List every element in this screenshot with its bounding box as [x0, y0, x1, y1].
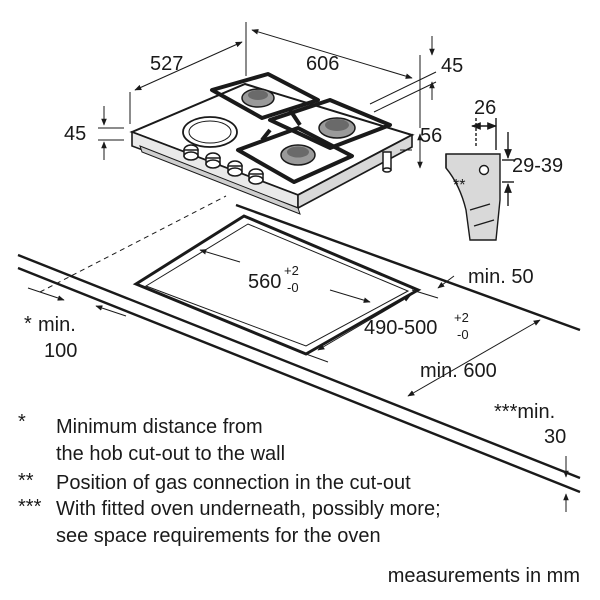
cutout-width-label: 560: [248, 271, 281, 293]
hob-depth-label: 527: [150, 53, 183, 75]
control-knobs: [183, 144, 264, 185]
footnotes: * Minimum distance from the hob cut-out …: [18, 411, 580, 587]
gas-connection-detail: [445, 118, 514, 241]
hob-width-label: 606: [306, 53, 339, 75]
note-3-marker: ***: [18, 496, 42, 518]
hob-dimension-labels: 527 606 45 45 56: [64, 53, 463, 147]
cutout-width-tol-top: +2: [284, 263, 299, 278]
gas-range-label: 29-39: [512, 155, 563, 177]
electric-hotplate: [182, 116, 238, 148]
gas-side-offset-label: 56: [420, 125, 442, 147]
note-3-line-1: With fitted oven underneath, possibly mo…: [56, 498, 441, 520]
cutout: [132, 214, 422, 356]
note-1-line-2: the hob cut-out to the wall: [56, 443, 285, 465]
note-3-line-2: see space requirements for the oven: [56, 525, 381, 547]
cutout-dimensions: [27, 249, 569, 512]
units-note: measurements in mm: [388, 565, 580, 587]
cutout-width-tol-bottom: -0: [287, 280, 299, 295]
cutout-depth-tol-top: +2: [454, 310, 469, 325]
gas-position-marker: **: [453, 177, 465, 194]
gas-pipe: [382, 151, 392, 173]
hob-height-right-label: 45: [441, 55, 463, 77]
pan-supports: [210, 72, 392, 184]
side-clearance-min: min.: [38, 314, 76, 336]
worktop: [17, 195, 581, 494]
hob-drawing: [129, 72, 415, 215]
note-1-line-1: Minimum distance from: [56, 416, 263, 438]
note-1-marker: *: [18, 411, 26, 433]
gas-connection-labels: 26 29-39 **: [453, 97, 563, 194]
hob-dimensions: [98, 22, 437, 169]
gas-burners: [241, 88, 356, 166]
gas-offset-label: 26: [474, 97, 496, 119]
side-clearance-star: *: [24, 313, 32, 335]
hob-body: [139, 145, 301, 215]
cutout-depth-label: 490-500: [364, 317, 437, 339]
clearance-back-label: min. 50: [468, 266, 534, 288]
note-2-line-1: Position of gas connection in the cut-ou…: [56, 472, 411, 494]
clearance-depth-label: min. 600: [420, 360, 497, 382]
side-clearance-value: 100: [44, 340, 77, 362]
note-2-marker: **: [18, 470, 34, 492]
cutout-labels: 560 +2 -0 490-500 +2 -0 min. 50 min. 600…: [24, 263, 566, 448]
cutout-depth-tol-bottom: -0: [457, 327, 469, 342]
hob-height-left-label: 45: [64, 123, 86, 145]
below-clearance-min: ***min.: [494, 401, 555, 423]
below-clearance-value: 30: [544, 426, 566, 448]
